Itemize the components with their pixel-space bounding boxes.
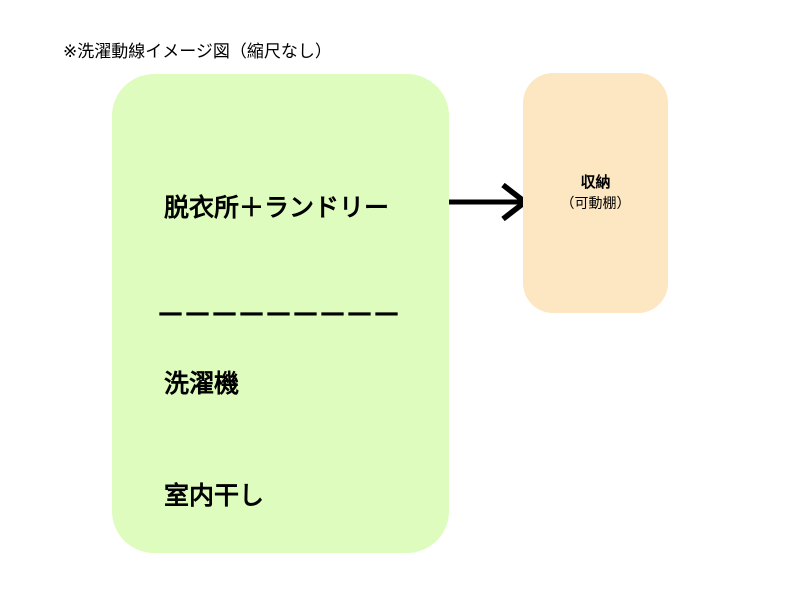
laundry-room-label: 脱衣所＋ランドリー	[164, 193, 390, 222]
storage-box: 収納 （可動棚）	[523, 73, 668, 313]
divider-dashed-line: —————————	[158, 298, 401, 327]
storage-label: 収納	[580, 172, 611, 191]
diagram-title: ※洗濯動線イメージ図（縮尺なし）	[63, 42, 332, 62]
washer-label: 洗濯機	[164, 369, 240, 398]
laundry-room-box: 脱衣所＋ランドリー ————————— 洗濯機 室内干し	[112, 74, 449, 553]
storage-sublabel: （可動棚）	[560, 196, 631, 213]
right-arrow-icon	[449, 182, 530, 222]
indoor-drying-label: 室内干し	[164, 481, 265, 510]
